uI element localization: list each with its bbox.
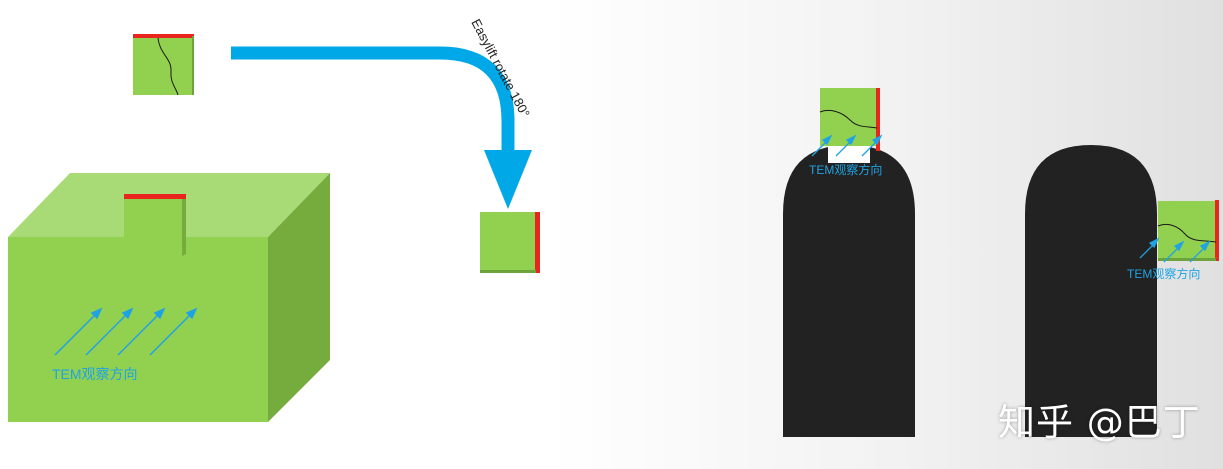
lamella-on-post-side bbox=[1157, 200, 1219, 261]
protective-layer-red bbox=[124, 194, 186, 199]
rotation-arrow bbox=[231, 46, 532, 209]
lifted-lamella bbox=[133, 34, 194, 96]
grain-boundary-line bbox=[1157, 223, 1217, 243]
tem-arrows-block bbox=[54, 307, 198, 356]
grid-post-right bbox=[1025, 145, 1157, 437]
bulk-sample-block bbox=[8, 173, 330, 422]
tem-direction-label-block: TEM观察方向 bbox=[52, 366, 138, 382]
block-front-face bbox=[8, 237, 268, 422]
block-side-face bbox=[268, 173, 330, 422]
tem-direction-label-side: TEM观察方向 bbox=[1127, 266, 1200, 281]
grid-post-left bbox=[783, 145, 915, 437]
grain-boundary-line bbox=[819, 109, 878, 129]
watermark: 知乎 @巴丁 bbox=[998, 401, 1201, 444]
tem-direction-label-top: TEM观察方向 bbox=[809, 162, 882, 177]
tem-arrows-top bbox=[811, 134, 883, 157]
arrow-head bbox=[484, 150, 532, 209]
tem-arrows-side bbox=[1139, 237, 1211, 263]
lamella-side bbox=[182, 196, 186, 256]
rotated-lamella bbox=[480, 212, 540, 273]
grain-boundary-line bbox=[157, 37, 179, 96]
lamella-in-trench bbox=[124, 198, 182, 238]
